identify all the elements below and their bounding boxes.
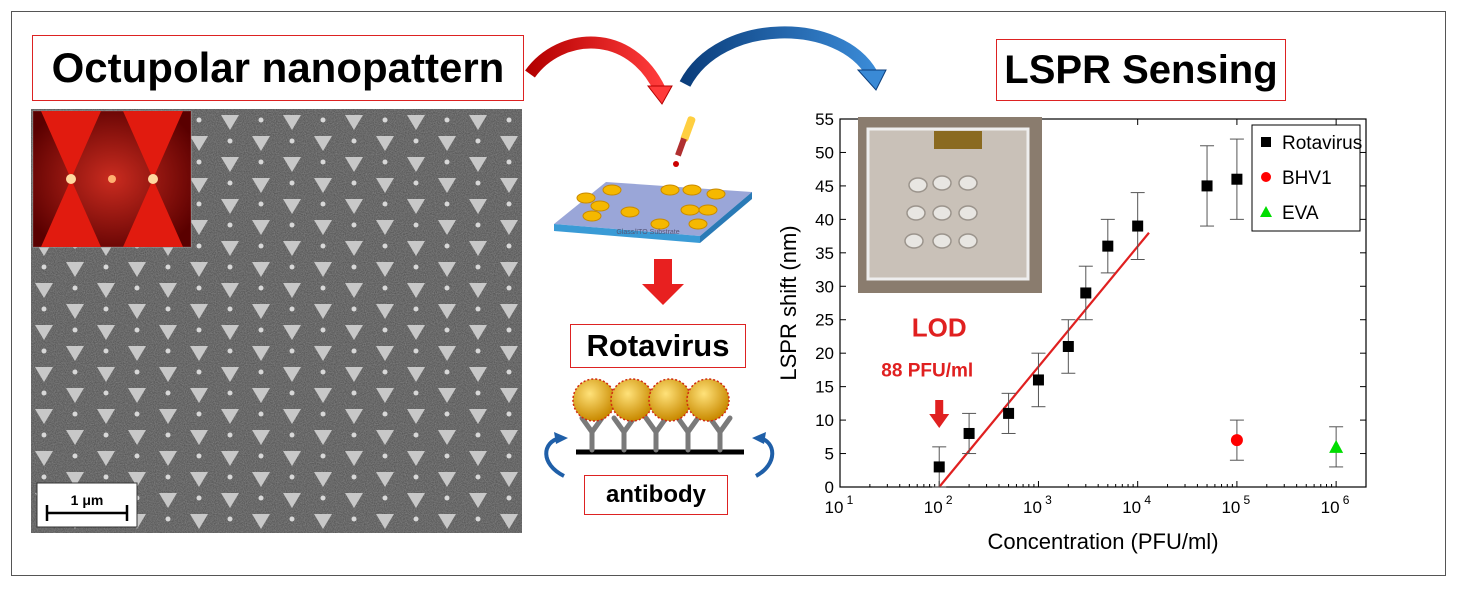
- scale-bar-label: 1 μm: [71, 492, 104, 508]
- x-tick-exponent: 5: [1244, 493, 1251, 507]
- legend-marker: [1261, 137, 1271, 147]
- legend-label: EVA: [1282, 203, 1319, 224]
- point-rotavirus: [1102, 240, 1114, 252]
- sem-micrograph: 1 μm: [31, 109, 522, 533]
- y-tick-label: 0: [825, 478, 834, 497]
- y-axis-label: LSPR shift (nm): [776, 225, 801, 380]
- x-tick-exponent: 6: [1343, 493, 1350, 507]
- y-tick-label: 40: [815, 210, 834, 229]
- x-tick-label: 10: [1023, 498, 1042, 517]
- x-axis-label: Concentration (PFU/ml): [987, 529, 1218, 554]
- x-tick-exponent: 2: [946, 493, 953, 507]
- point-rotavirus: [963, 427, 975, 439]
- nanopattern-title: Octupolar nanopattern: [32, 35, 524, 101]
- virus-antibody-illustration: [544, 378, 775, 478]
- lod-arrow: [929, 400, 950, 429]
- red-down-arrow: [642, 259, 684, 305]
- point-rotavirus: [933, 461, 945, 473]
- y-tick-label: 15: [815, 378, 834, 397]
- legend-marker: [1260, 206, 1272, 217]
- y-tick-label: 20: [815, 344, 834, 363]
- x-tick-label: 10: [1122, 498, 1141, 517]
- y-tick-label: 50: [815, 143, 834, 162]
- y-tick-label: 25: [815, 311, 834, 330]
- y-tick-label: 45: [815, 177, 834, 196]
- x-tick-label: 10: [825, 498, 844, 517]
- assay-schematic: Glass/ITO Substrate: [525, 26, 887, 478]
- point-rotavirus: [1003, 407, 1015, 419]
- point-bhv1: [1230, 434, 1243, 447]
- x-tick-exponent: 3: [1045, 493, 1052, 507]
- field-simulation-inset: [32, 110, 192, 248]
- point-rotavirus: [1231, 173, 1243, 185]
- sensor-chip-photo: [858, 117, 1042, 293]
- figure-frame: [11, 11, 1446, 576]
- point-rotavirus: [1080, 287, 1092, 299]
- y-tick-label: 5: [825, 445, 834, 464]
- y-tick-label: 35: [815, 244, 834, 263]
- blue-curved-arrow: [679, 26, 878, 88]
- lod-value: 88 PFU/ml: [881, 361, 973, 382]
- substrate-label: Glass/ITO Substrate: [616, 229, 679, 236]
- x-tick-label: 10: [1221, 498, 1240, 517]
- scale-bar: 1 μm: [36, 482, 138, 528]
- y-tick-label: 55: [815, 110, 834, 129]
- rotavirus-label: Rotavirus: [570, 324, 746, 368]
- x-tick-exponent: 4: [1144, 493, 1151, 507]
- legend-marker: [1261, 172, 1271, 182]
- point-rotavirus: [1201, 180, 1213, 192]
- lspr-sensing-title: LSPR Sensing: [996, 39, 1286, 101]
- legend-label: BHV1: [1282, 168, 1332, 189]
- antibody-label: antibody: [584, 475, 728, 515]
- legend-label: Rotavirus: [1282, 133, 1362, 154]
- point-rotavirus: [1062, 340, 1074, 352]
- red-curved-arrow: [525, 36, 666, 93]
- y-tick-label: 30: [815, 277, 834, 296]
- point-rotavirus: [1032, 374, 1044, 386]
- x-tick-exponent: 1: [847, 493, 854, 507]
- plot-frame: [839, 118, 1367, 488]
- y-tick-label: 10: [815, 411, 834, 430]
- lod-label: LOD: [912, 312, 967, 342]
- fit-line: [938, 232, 1150, 488]
- x-tick-label: 10: [924, 498, 943, 517]
- point-rotavirus: [1132, 220, 1144, 232]
- substrate-chip: Glass/ITO Substrate: [554, 182, 752, 243]
- x-tick-label: 10: [1321, 498, 1340, 517]
- dropper-icon: [673, 116, 696, 167]
- point-eva: [1329, 439, 1344, 453]
